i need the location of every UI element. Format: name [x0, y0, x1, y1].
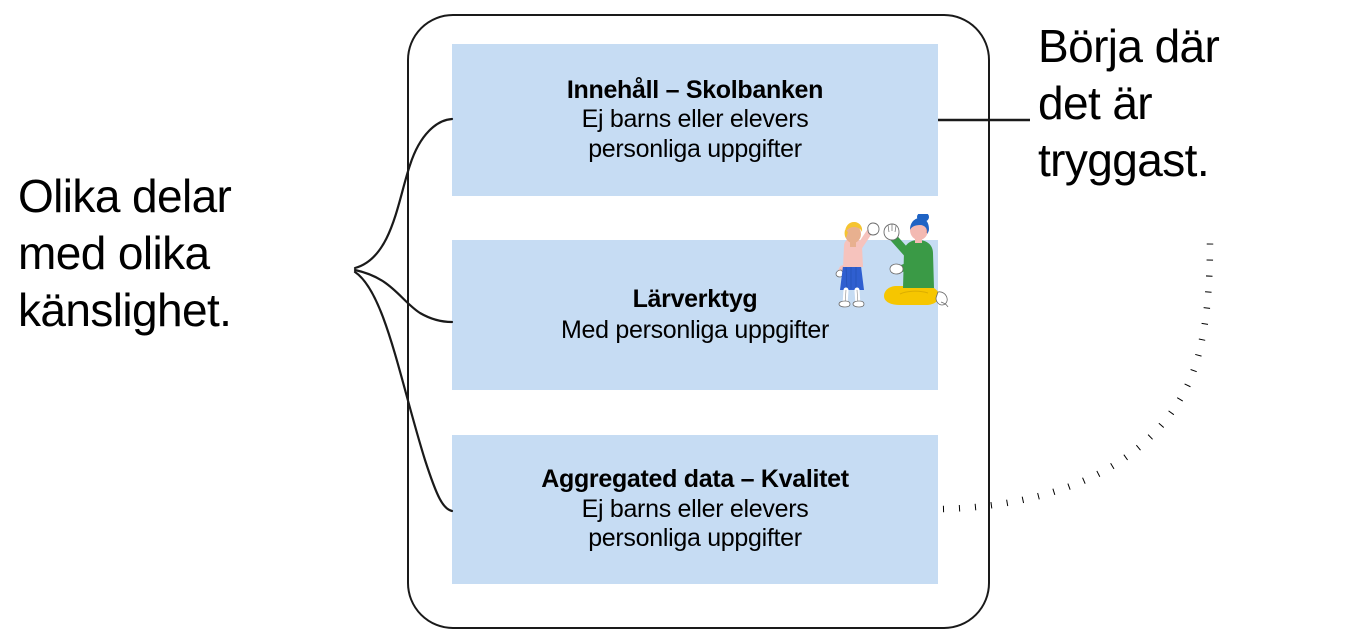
category-title: Lärverktyg — [632, 284, 758, 313]
right-caption-text: Börja där det är tryggast. — [1038, 20, 1220, 187]
illustration-child — [835, 222, 880, 308]
category-subtitle: Ej barns eller elevers personliga uppgif… — [581, 494, 809, 553]
category-title: Aggregated data – Kvalitet — [541, 465, 849, 494]
category-subtitle: Med personliga uppgifter — [561, 316, 829, 344]
category-subtitle: Ej barns eller elevers personliga uppgif… — [581, 105, 809, 163]
category-box-aggregated-data-kvalitet[interactable]: Aggregated data – Kvalitet Ej barns elle… — [452, 435, 938, 584]
high-five-illustration — [835, 214, 949, 308]
category-title: Innehåll – Skolbanken — [566, 75, 824, 104]
illustration-adult — [883, 214, 949, 308]
left-caption-text: Olika delar med olika känslighet. — [18, 170, 232, 337]
category-box-innehall-skolbanken[interactable]: Innehåll – Skolbanken Ej barns eller ele… — [452, 44, 938, 196]
category-box-larverktyg[interactable]: Lärverktyg Med personliga uppgifter — [452, 240, 938, 390]
